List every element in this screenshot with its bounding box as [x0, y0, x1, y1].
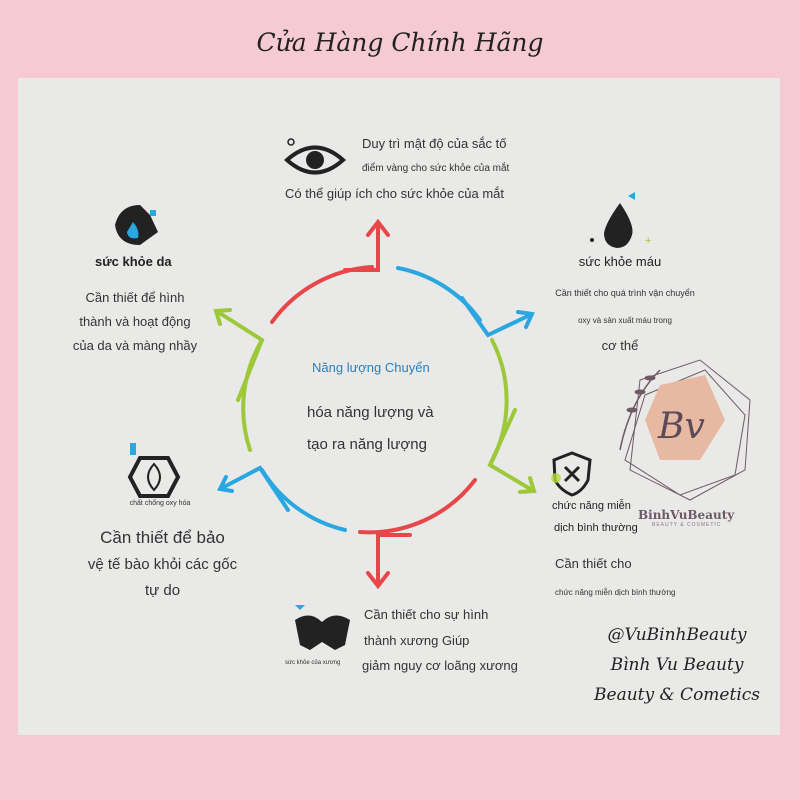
- immune-line2: chức năng miễn dịch bình thường: [555, 588, 676, 597]
- bone-line1: Cần thiết cho sự hình: [364, 607, 489, 622]
- brand-tagline: Beauty & Cometics: [594, 685, 760, 705]
- arrow-green-left: [213, 308, 265, 402]
- immune-label2: dịch bình thường: [554, 522, 638, 534]
- page-title: Cửa Hàng Chính Hãng: [256, 28, 544, 57]
- arrow-red-top: [343, 218, 390, 272]
- eye-line3: Có thể giúp ích cho sức khỏe của mắt: [285, 186, 504, 201]
- arrow-red-bottom: [366, 533, 412, 590]
- arc-red-bottom: [358, 478, 477, 535]
- skin-line3: của da và màng nhầy: [72, 338, 198, 353]
- hand-drop-icon: [115, 205, 158, 245]
- skin-line2: thành và hoạt động: [79, 314, 191, 329]
- antioxidant-line2: vệ tế bào khỏi các gốc: [87, 556, 238, 573]
- bone-line3: giảm nguy cơ loãng xương: [362, 658, 518, 673]
- pelvis-bone-icon: [295, 605, 350, 650]
- blood-line2: oxy và sản xuất máu trong: [578, 316, 672, 325]
- blood-label: sức khỏe máu: [578, 254, 662, 269]
- skin-label: sức khỏe da: [95, 254, 172, 269]
- center-line2: hóa năng lượng và: [307, 404, 434, 421]
- immune-line1: Cần thiết cho: [555, 556, 632, 571]
- arc-red-top: [270, 265, 374, 324]
- brand-name: Bình Vu Beauty: [610, 655, 744, 675]
- svg-text:+: +: [645, 235, 651, 247]
- blood-line3: cơ thể: [601, 338, 639, 353]
- brand-handle: @VuBinhBeauty: [607, 625, 747, 645]
- blood-line1: Cần thiết cho quá trình vận chuyển: [555, 288, 695, 298]
- center-line1: Năng lượng Chuyển: [312, 360, 430, 375]
- eye-icon: [283, 138, 347, 175]
- bone-line2: thành xương Giúp: [364, 633, 470, 648]
- arrow-blue-right: [460, 296, 535, 338]
- antioxidant-label: chất chống oxy hóa: [129, 500, 191, 507]
- antioxidant-line1: Cần thiết để bảo: [100, 528, 225, 547]
- logo-name: BinhVuBeauty: [638, 508, 735, 522]
- skin-line1: Cần thiết để hình: [85, 290, 185, 305]
- eye-line1: Duy trì mật độ của sắc tố: [362, 136, 507, 151]
- eye-line2: điểm vàng cho sức khỏe của mắt: [362, 163, 510, 174]
- bone-label: sức khỏe của xương: [285, 660, 341, 666]
- arrow-blue-left: [217, 465, 290, 512]
- immune-label1: chức năng miễn: [552, 500, 631, 512]
- arc-blue-top: [396, 266, 482, 322]
- arrow-green-right: [487, 408, 537, 494]
- logo-subtitle: BEAUTY & COSMETIC: [652, 522, 722, 528]
- leaf-hexagon-icon: [127, 443, 181, 498]
- antioxidant-line3: tự do: [144, 582, 181, 599]
- brand-block: @VuBinhBeauty Bình Vu Beauty Beauty & Co…: [594, 620, 760, 710]
- logo-letters: Bv: [657, 406, 705, 447]
- arc-green-left: [241, 338, 264, 452]
- center-line3: tạo ra năng lượng: [307, 436, 427, 453]
- arc-blue-bottom: [260, 468, 347, 532]
- blood-drop-icon: +: [590, 192, 651, 248]
- brand-logo: [619, 359, 751, 501]
- shield-x-icon: [551, 451, 592, 497]
